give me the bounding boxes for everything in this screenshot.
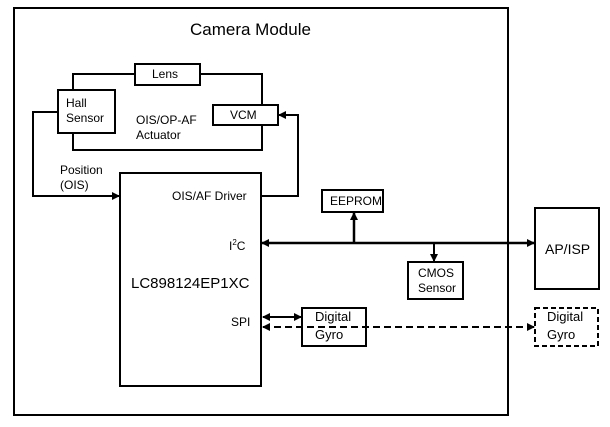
position-label-2: (OIS) — [60, 178, 89, 192]
lens-box — [134, 63, 201, 86]
i2c-port-label: I2C — [229, 236, 245, 253]
cmos-sensor-box — [407, 261, 464, 300]
lens-label: Lens — [152, 67, 179, 81]
eeprom-box — [321, 189, 384, 213]
actuator-loop-bottom — [72, 125, 263, 151]
driver-port-label: OIS/AF Driver — [172, 189, 247, 203]
gyro-external-box — [534, 307, 599, 347]
gyro-external-label-1: Digital — [547, 309, 584, 324]
ap-isp-label: AP/ISP — [545, 241, 591, 257]
driver-chip-label: LC898124EP1XC — [131, 275, 250, 292]
gyro-internal-label-1: Digital — [315, 309, 352, 324]
actuator-label-2: Actuator — [136, 128, 181, 142]
cmos-label-1: CMOS — [418, 266, 454, 280]
cmos-label-2: Sensor — [418, 281, 457, 295]
driver-to-vcm-arrow — [261, 111, 299, 197]
i2c-c: C — [236, 239, 246, 253]
hall-sensor-label-2: Sensor — [66, 111, 105, 125]
hall-sensor-box — [57, 89, 116, 134]
vcm-label: VCM — [230, 108, 257, 122]
spi-port-label: SPI — [231, 315, 251, 329]
position-arrow — [32, 111, 120, 200]
diagram-title: Camera Module — [190, 20, 311, 39]
gyro-external-label-2: Gyro — [547, 327, 576, 342]
eeprom-label: EEPROM — [330, 194, 383, 208]
ap-isp-box — [534, 207, 600, 290]
gyro-internal-label-2: Gyro — [315, 327, 344, 342]
actuator-label-1: OIS/OP-AF — [136, 113, 197, 127]
camera-module-box — [13, 7, 509, 416]
i2c-i: I — [229, 239, 233, 253]
driver-chip-box — [119, 172, 262, 387]
hall-sensor-label-1: Hall — [66, 96, 87, 110]
position-label-1: Position — [60, 163, 103, 177]
i2c-sup: 2 — [232, 238, 237, 247]
